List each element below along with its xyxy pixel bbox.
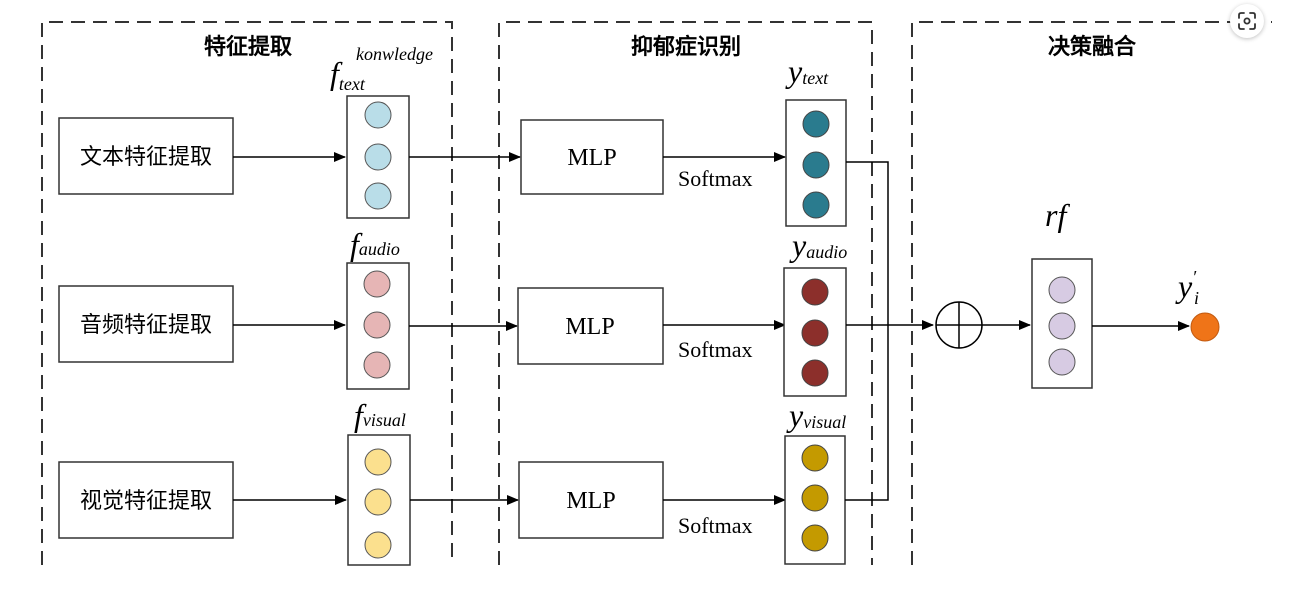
output-label-text: ytext <box>785 53 829 89</box>
softmax-label: Softmax <box>678 337 753 362</box>
extractor-text-label: 文本特征提取 <box>80 145 212 170</box>
extractor-arrows <box>233 152 347 505</box>
feature-vector-text <box>346 95 410 219</box>
feature-audio-node <box>363 311 391 339</box>
fusion-node <box>1048 276 1076 304</box>
screenshot-button[interactable] <box>1230 4 1264 38</box>
output-text-node <box>802 151 830 179</box>
output-visual-node <box>801 444 829 472</box>
feature-text-node <box>364 101 392 129</box>
feature-text-node <box>364 182 392 210</box>
feature-to-mlp-arrows <box>409 152 521 505</box>
section-feature-extraction-border <box>41 21 453 565</box>
result-label: y′i <box>1175 267 1199 308</box>
output-vector-audio <box>783 267 847 397</box>
result-node <box>1190 312 1220 342</box>
screenshot-icon <box>1238 12 1256 30</box>
softmax-label: Softmax <box>678 513 753 538</box>
extractor-visual: 视觉特征提取 <box>58 461 234 539</box>
output-audio-node <box>801 278 829 306</box>
extractor-text: 文本特征提取 <box>58 117 234 195</box>
mlp-label: MLP <box>565 314 614 340</box>
output-label-audio: yaudio <box>789 227 847 263</box>
feature-audio-node <box>363 351 391 379</box>
output-label-visual: yvisual <box>786 397 846 433</box>
feature-vector-visual <box>347 434 411 566</box>
fusion-vector <box>1031 258 1093 389</box>
mlp-to-output-arrows <box>663 152 786 505</box>
fusion-label: rf <box>1045 197 1070 233</box>
output-audio-node <box>801 319 829 347</box>
mlp-label: MLP <box>567 145 616 171</box>
fusion-node <box>1048 348 1076 376</box>
output-visual-node <box>801 524 829 552</box>
feature-visual-node <box>364 531 392 559</box>
feature-audio-node <box>363 270 391 298</box>
section-title-depression-recognition: 抑郁症识别 <box>631 34 741 60</box>
extractor-audio-label: 音频特征提取 <box>80 313 212 338</box>
section-depression-recognition-border <box>498 21 873 565</box>
section-title-feature-extraction: 特征提取 <box>204 34 292 60</box>
output-vector-text <box>785 99 847 227</box>
output-visual-node <box>801 484 829 512</box>
classifier-visual: MLP <box>518 461 664 539</box>
feature-label-audio: faudio <box>350 226 400 262</box>
section-title-decision-fusion: 决策融合 <box>1048 34 1137 60</box>
mlp-label: MLP <box>566 488 615 514</box>
section-boundaries <box>41 21 1272 565</box>
output-text-node <box>802 110 830 138</box>
feature-label-visual: fvisual <box>354 397 406 433</box>
sum-operator <box>935 301 983 349</box>
softmax-label: Softmax <box>678 166 753 191</box>
feature-vector-audio <box>346 262 410 390</box>
output-text-node <box>802 191 830 219</box>
classifier-text: MLP <box>520 119 664 195</box>
feature-visual-node <box>364 488 392 516</box>
section-decision-fusion-border <box>911 21 1272 565</box>
fusion-node <box>1048 312 1076 340</box>
feature-visual-node <box>364 448 392 476</box>
extractor-audio: 音频特征提取 <box>58 285 234 363</box>
merge-lines <box>845 161 934 501</box>
feature-label-text: ftextkonwledge <box>330 44 433 94</box>
output-audio-node <box>801 359 829 387</box>
extractor-visual-label: 视觉特征提取 <box>80 489 212 514</box>
output-vector-visual <box>784 435 846 565</box>
classifier-audio: MLP <box>517 287 664 365</box>
feature-text-node <box>364 143 392 171</box>
